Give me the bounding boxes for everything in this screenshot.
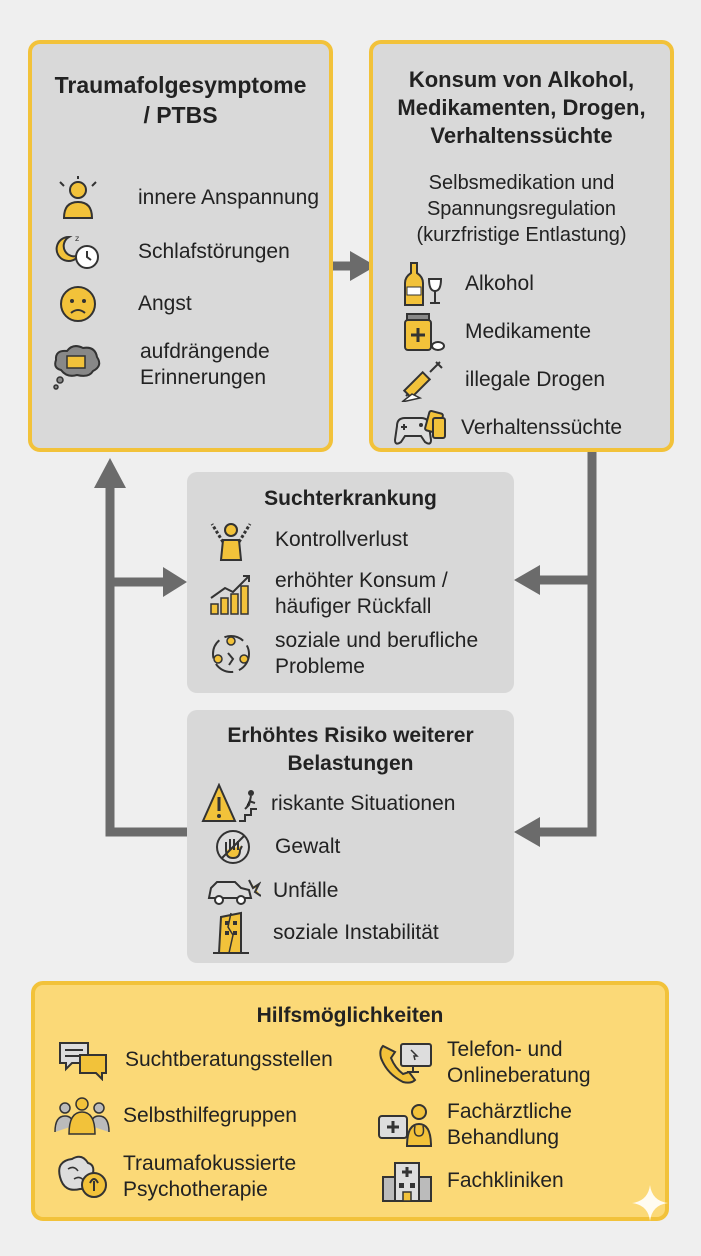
risiko-item-situationen: riskante Situationen: [201, 782, 455, 826]
risiko-box: Erhöhtes Risiko weiterer Belastungen ris…: [187, 710, 514, 963]
moon-alarm-clock-icon: z: [54, 228, 102, 276]
car-crash-icon: [205, 870, 261, 912]
ptbs-item-label: innere Anspannung: [138, 186, 319, 209]
risiko-item-label: riskante Situationen: [271, 792, 456, 815]
konsum-item-label: illegale Drogen: [465, 368, 606, 391]
anxious-face-icon: [54, 280, 102, 328]
hilfe-item-label: Telefon- und Onlineberatung: [447, 1038, 591, 1087]
sparkle-icon: [630, 1183, 670, 1228]
rising-bars-icon: [207, 570, 255, 618]
cracked-building-icon: [209, 910, 253, 956]
hilfe-item-label: Fachkliniken: [447, 1169, 564, 1192]
person-tension-icon: [54, 174, 102, 222]
konsum-title: Konsum von Alkohol, Medikamenten, Drogen…: [397, 67, 646, 148]
hilfe-item-label: Suchtberatungsstellen: [125, 1048, 333, 1071]
stop-hand-icon: [213, 826, 253, 868]
hilfe-item-telefon: Telefon- und Onlineberatung: [377, 1037, 591, 1089]
hilfe-box: Hilfsmöglichkeiten Suchtberatungsstellen…: [31, 981, 669, 1221]
hilfe-item-label: Selbsthilfegruppen: [123, 1104, 297, 1127]
broken-circle-people-icon: [207, 630, 255, 678]
phone-monitor-icon: [377, 1038, 435, 1088]
sucht-item-probleme: soziale und berufliche Probleme: [207, 628, 478, 680]
hilfe-item-facharzt: Fachärztliche Behandlung: [377, 1099, 572, 1151]
sucht-item-label: erhöhter Konsum / häufiger Rückfall: [275, 569, 448, 618]
sucht-item-konsum: erhöhter Konsum / häufiger Rückfall: [207, 568, 448, 620]
hilfe-item-selbsthilfe: Selbsthilfegruppen: [53, 1093, 297, 1139]
ptbs-box: Traumafolgesymptome / PTBS innere Anspan…: [28, 40, 333, 452]
suchterkrankung-box: Suchterkrankung Kontrollverlust erhöhter…: [187, 472, 514, 693]
hilfe-item-sucht: Suchtberatungsstellen: [57, 1037, 333, 1083]
konsum-item-drogen: illegale Drogen: [399, 356, 605, 404]
risiko-item-label: Unfälle: [273, 879, 339, 902]
konsum-item-label: Verhaltenssüchte: [461, 416, 623, 439]
konsum-item-label: Alkohol: [465, 272, 534, 295]
risiko-item-gewalt: Gewalt: [213, 826, 340, 868]
risiko-item-unfaelle: Unfälle: [205, 870, 338, 912]
ptbs-item-label: Angst: [138, 292, 192, 315]
hilfe-item-klinik: Fachkliniken: [379, 1157, 564, 1205]
hilfe-item-label: Traumafokussierte Psychotherapie: [123, 1152, 297, 1201]
sucht-item-label: Kontrollverlust: [275, 528, 409, 551]
konsum-box: Konsum von Alkohol, Medikamenten, Drogen…: [369, 40, 674, 452]
sucht-item-label: soziale und berufliche Probleme: [275, 629, 479, 678]
thought-cloud-film-icon: [50, 338, 104, 392]
svg-text:z: z: [75, 234, 79, 243]
konsum-item-alkohol: Alkohol: [399, 260, 534, 308]
hospital-icon: [379, 1157, 435, 1205]
konsum-item-label: Medikamente: [465, 320, 592, 343]
ptbs-item-schlaf: z Schlafstörungen: [54, 228, 290, 276]
konsum-item-verhalten: Verhaltenssüchte: [393, 404, 622, 452]
risiko-item-label: soziale Instabilität: [273, 921, 439, 944]
risiko-item-instabilitaet: soziale Instabilität: [209, 910, 439, 956]
ptbs-item-angst: Angst: [54, 280, 192, 328]
chat-bubbles-icon: [57, 1037, 109, 1083]
ptbs-item-label: Schlafstörungen: [138, 240, 290, 263]
konsum-subtitle: Selbsmedikation und Spannungsregulation …: [416, 172, 627, 246]
pill-bottle-icon: [399, 308, 447, 356]
sucht-title: Suchterkrankung: [264, 487, 437, 510]
sucht-item-kontrollverlust: Kontrollverlust: [207, 518, 408, 562]
brain-head-icon: [53, 1152, 111, 1202]
warning-stairs-icon: [201, 782, 261, 826]
bottle-glass-icon: [399, 260, 447, 308]
konsum-item-medikamente: Medikamente: [399, 308, 591, 356]
hilfe-item-therapie: Traumafokussierte Psychotherapie: [53, 1151, 296, 1203]
doctor-kit-icon: [377, 1100, 435, 1150]
ptbs-title: Traumafolgesymptome / PTBS: [54, 72, 307, 128]
group-people-icon: [53, 1093, 111, 1139]
ptbs-item-erinnerungen: aufdrängende Erinnerungen: [50, 338, 270, 392]
chained-person-icon: [207, 518, 255, 562]
ptbs-item-anspannung: innere Anspannung: [54, 174, 319, 222]
risiko-item-label: Gewalt: [275, 835, 341, 858]
syringe-icon: [399, 356, 447, 404]
ptbs-item-label: aufdrängende Erinnerungen: [140, 340, 270, 389]
hilfe-title: Hilfsmöglichkeiten: [256, 1004, 444, 1027]
risiko-title: Erhöhtes Risiko weiterer Belastungen: [227, 724, 474, 775]
gamepad-cards-icon: [393, 404, 447, 452]
hilfe-item-label: Fachärztliche Behandlung: [447, 1100, 572, 1149]
